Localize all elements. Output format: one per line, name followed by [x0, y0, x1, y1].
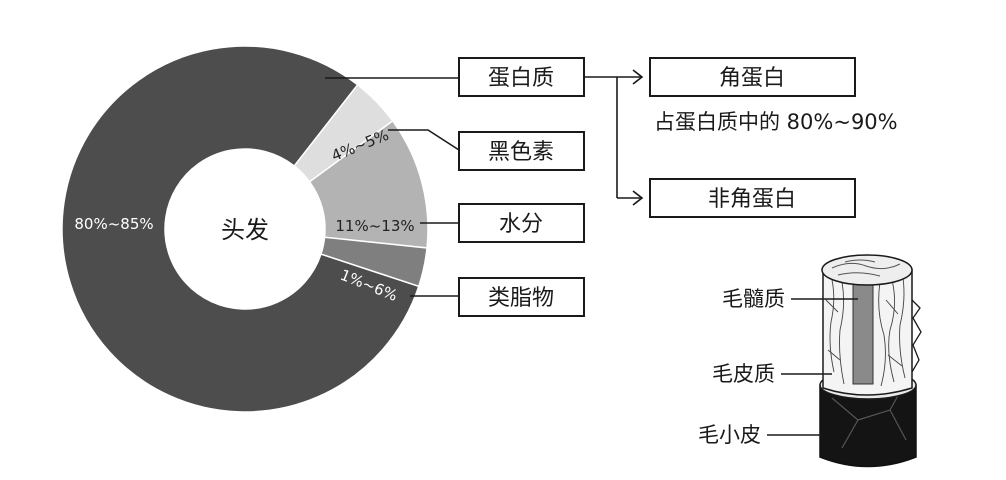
- water-percent-label: 11%~13%: [335, 217, 414, 235]
- lipid-box: [458, 277, 585, 317]
- donut-chart: [61, 45, 429, 413]
- non-keratin-box-label: 非角蛋白: [708, 187, 796, 212]
- non-keratin-box: [649, 178, 856, 218]
- medulla-core: [852, 271, 874, 385]
- component-boxes: 蛋白质 黑色素 水分 类脂物: [458, 57, 585, 317]
- keratin-box: [649, 57, 856, 97]
- protein-box-label: 蛋白质: [488, 66, 554, 91]
- lipid-box-label: 类脂物: [488, 286, 554, 311]
- protein-branch-arrows: [584, 69, 644, 206]
- hair-top-face: [821, 254, 913, 286]
- donut-segment-lipid: [320, 236, 428, 288]
- hair-top-texture: [831, 259, 901, 277]
- cortex-fibers: [825, 277, 906, 387]
- cortex-torn-edge: [911, 299, 922, 373]
- cuticle-label: 毛小皮: [698, 423, 761, 447]
- donut-center-label: 头发: [221, 216, 269, 244]
- donut-segment-protein: [61, 45, 420, 413]
- water-box-label: 水分: [499, 212, 543, 237]
- medulla-label: 毛髓质: [722, 287, 785, 311]
- component-leader-lines: [325, 77, 460, 297]
- melanin-leader-line: [388, 129, 460, 151]
- keratin-box-label: 角蛋白: [719, 66, 785, 91]
- structure-leader-lines: [767, 298, 858, 436]
- melanin-box: [458, 131, 585, 171]
- cortex-label: 毛皮质: [712, 362, 775, 386]
- keratin-arrow-head: [632, 69, 644, 85]
- non-keratin-arrow-head: [632, 190, 644, 206]
- keratin-share-note: 占蛋白质中的 80%~90%: [654, 110, 898, 134]
- protein-box: [458, 57, 585, 97]
- melanin-box-label: 黑色素: [488, 140, 554, 165]
- water-box: [458, 203, 585, 243]
- protein-percent-label: 80%~85%: [74, 215, 153, 233]
- hair-structure-illustration: [819, 254, 922, 468]
